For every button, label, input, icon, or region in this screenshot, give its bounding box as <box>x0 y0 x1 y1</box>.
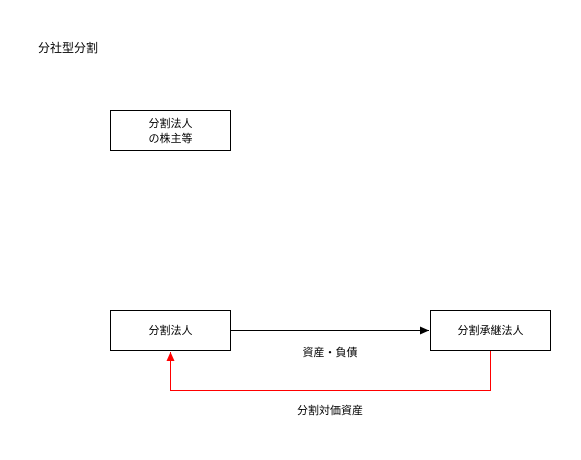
splitting-corp-node: 分割法人 <box>110 310 231 351</box>
splitting-corp-label: 分割法人 <box>148 324 193 337</box>
consideration-label: 分割対価資産 <box>297 404 363 417</box>
diagram-title: 分社型分割 <box>38 41 99 55</box>
successor-corp-node: 分割承継法人 <box>430 310 551 351</box>
assets-transfer-label: 資産・負債 <box>302 346 358 359</box>
consideration-arrow <box>166 351 491 391</box>
shareholders-node: 分割法人 の株主等 <box>110 110 231 151</box>
shareholders-node-line1: 分割法人 <box>148 116 193 130</box>
shareholders-node-line2: の株主等 <box>148 131 193 145</box>
successor-corp-label: 分割承継法人 <box>457 324 524 337</box>
